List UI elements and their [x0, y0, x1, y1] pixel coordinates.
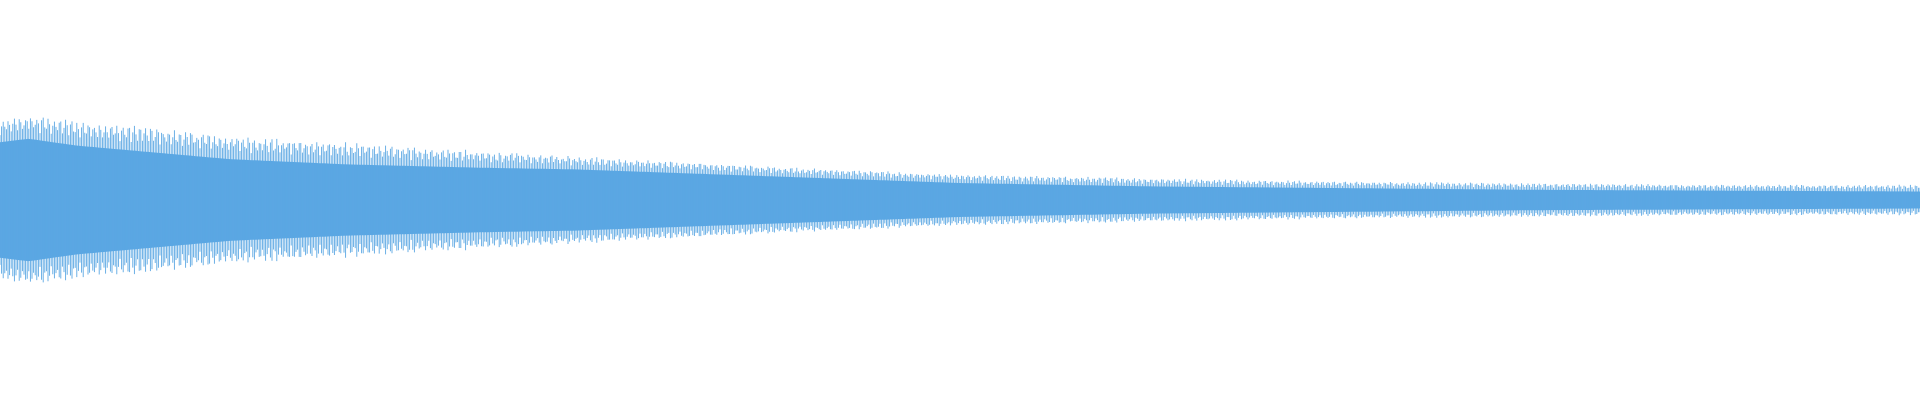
waveform-peaks: [0, 117, 1920, 283]
